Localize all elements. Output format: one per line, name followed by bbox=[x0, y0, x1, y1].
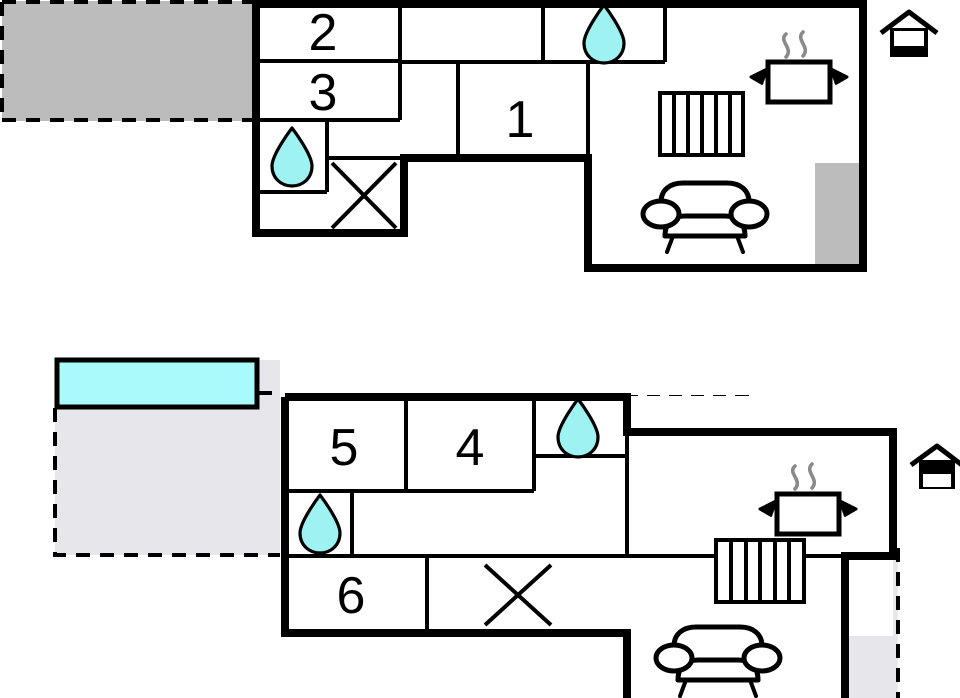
house-upper-icon bbox=[879, 9, 939, 57]
room-number-2: 2 bbox=[309, 4, 338, 62]
upper-outer-walls bbox=[252, 0, 867, 272]
room-number-5: 5 bbox=[330, 419, 359, 477]
lower-outer-walls bbox=[281, 393, 897, 698]
upper-interior-walls bbox=[258, 3, 667, 194]
room-number-1: 1 bbox=[506, 91, 535, 149]
living-lower bbox=[656, 627, 780, 696]
upper-level-plan: 1 2 3 bbox=[0, 0, 939, 272]
pool-lower bbox=[54, 357, 260, 410]
terrace-upper-left bbox=[0, 0, 252, 122]
room-number-4: 4 bbox=[456, 419, 485, 477]
terrace-upper-right bbox=[815, 162, 865, 270]
living-upper bbox=[643, 183, 767, 252]
crossed-room-upper bbox=[330, 161, 398, 230]
room-number-6: 6 bbox=[337, 567, 366, 625]
room-number-3: 3 bbox=[309, 64, 338, 122]
lower-level-plan: 4 5 6 bbox=[53, 357, 960, 698]
crossed-room-lower bbox=[483, 563, 553, 627]
stairs-upper bbox=[658, 91, 745, 157]
house-lower-icon bbox=[909, 443, 960, 489]
stairs-lower bbox=[714, 538, 806, 604]
